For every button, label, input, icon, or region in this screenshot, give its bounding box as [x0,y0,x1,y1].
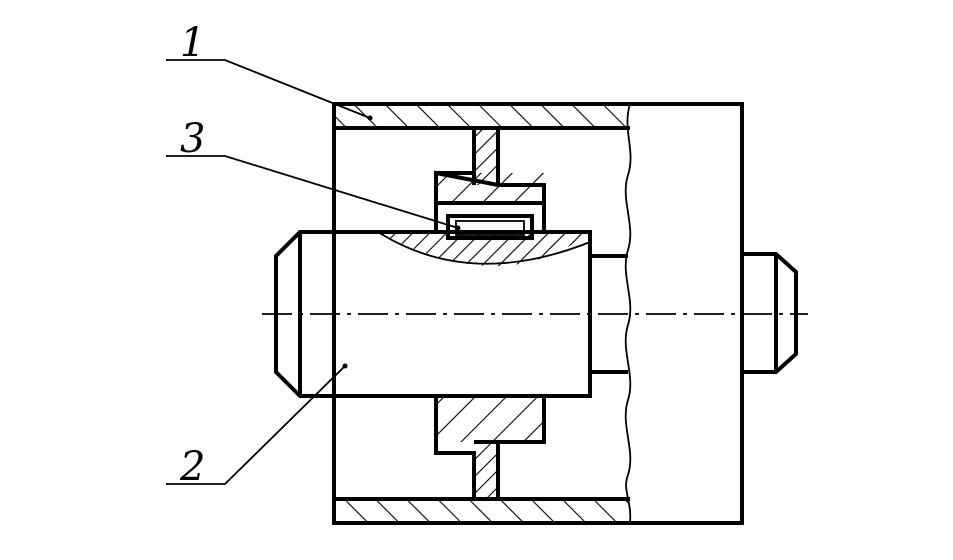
shaft [274,230,798,398]
housing-outline [332,102,744,525]
callout-label-3: 3 [180,116,205,162]
callout-label-2: 2 [179,444,205,490]
housing-bottom-wall [334,499,630,523]
lower-hub [434,394,546,499]
callout-label-1: 1 [180,20,205,66]
callouts: 1 3 2 [166,20,461,490]
housing [332,102,744,525]
break-line [624,103,632,524]
housing-top-wall [334,104,630,128]
shaft-end [742,252,798,374]
upper-hub [434,128,546,240]
